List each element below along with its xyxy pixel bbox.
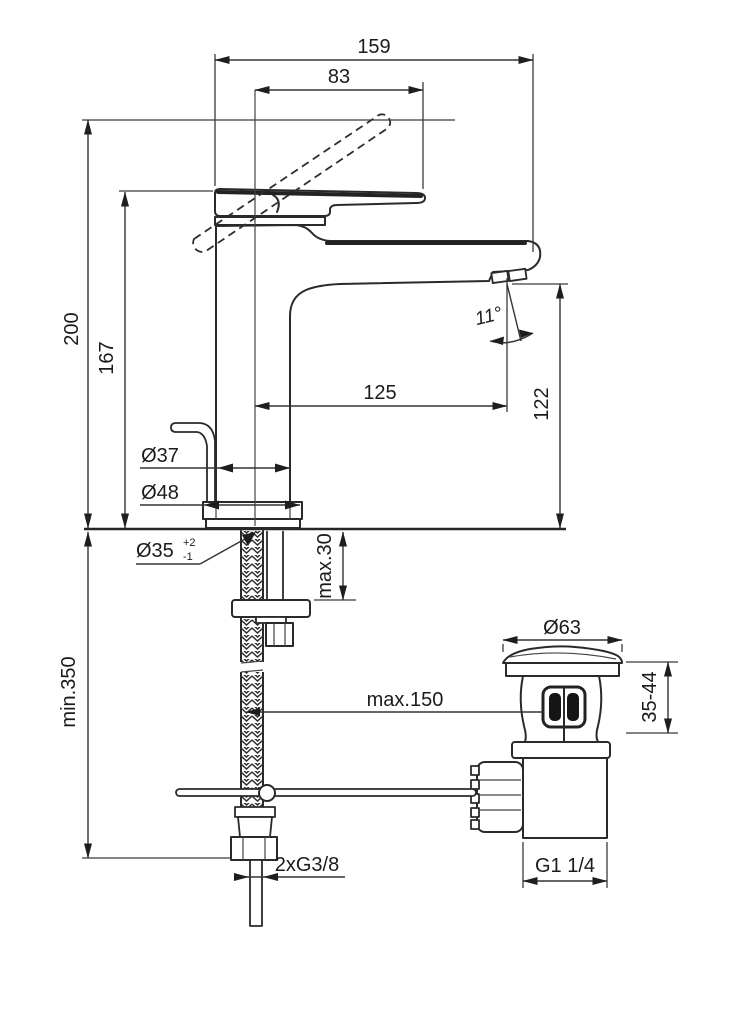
- handle-lever: [214, 188, 426, 217]
- pop-up-rod-horizontal: [175, 788, 477, 797]
- base-flange: [202, 501, 303, 529]
- hose-break-gap: [238, 662, 266, 672]
- handle-top-edge: [216, 190, 423, 198]
- mounting-nut: [265, 622, 294, 647]
- label-max-rod-length: max.150: [367, 689, 444, 711]
- dimension-total-width: 159: [214, 36, 534, 252]
- dimension-spout-reach: 125: [254, 278, 508, 412]
- label-base-diameter: Ø48: [141, 482, 179, 504]
- dimension-handle-projection: 83: [254, 66, 424, 189]
- label-total-height: 200: [61, 312, 83, 345]
- dimension-outlet-height: 122: [512, 283, 568, 529]
- label-body-diameter: Ø37: [141, 445, 179, 467]
- pull-rod-shank: [266, 531, 284, 600]
- label-body-height: 167: [96, 341, 118, 374]
- handle-lever-raised-outline: [192, 113, 391, 253]
- label-hole-tolerance-plus: +2: [183, 537, 196, 549]
- aerator: [490, 267, 528, 284]
- label-waste-height-range: 35-44: [639, 671, 661, 722]
- rod-ball-joint: [258, 784, 276, 802]
- waste-plug-flange: [502, 645, 623, 677]
- waste-bottom-flange: [511, 741, 611, 759]
- dimension-hole-diameter: Ø35 +2 -1: [136, 532, 256, 565]
- dimension-base-diameter: Ø48: [140, 482, 300, 510]
- knurled-rod-connector: [470, 761, 524, 833]
- supply-tail-pipe: [249, 859, 263, 927]
- label-max-deck-thickness: max.30: [314, 533, 336, 599]
- waste-lever-mechanism: [541, 685, 587, 742]
- supply-hose: [238, 530, 266, 808]
- dimension-total-height: 200: [61, 119, 455, 529]
- cartridge-collar: [214, 216, 326, 226]
- handle-front-lip: [272, 194, 280, 213]
- label-handle-projection: 83: [328, 66, 350, 88]
- dimension-waste-flange-diameter: Ø63: [502, 617, 623, 652]
- label-waste-thread: G1 1/4: [535, 855, 595, 877]
- label-supply-thread: 2xG3/8: [275, 854, 339, 876]
- dimension-waste-thread: G1 1/4: [522, 842, 608, 888]
- label-outlet-height: 122: [531, 387, 553, 420]
- dimension-min-installation-depth: min.350: [58, 531, 232, 859]
- dimension-body-diameter: Ø37: [140, 445, 290, 473]
- faucet-body: [215, 224, 542, 505]
- dimension-max-rod-length: max.150: [245, 689, 543, 716]
- dimension-body-height: 167: [96, 190, 213, 529]
- dimension-waste-height-range: 35-44: [626, 661, 678, 734]
- drain-assembly: [470, 645, 623, 839]
- label-hole-tolerance-minus: -1: [183, 551, 193, 563]
- dimension-max-deck-thickness: max.30: [314, 531, 356, 601]
- waste-lower-body: [522, 757, 608, 839]
- pull-rod-knob: [170, 422, 216, 504]
- label-total-width: 159: [357, 36, 390, 58]
- label-spout-reach: 125: [363, 382, 396, 404]
- label-waste-flange-diameter: Ø63: [543, 617, 581, 639]
- label-hole-diameter: Ø35: [136, 540, 174, 562]
- dimension-supply-thread: 2xG3/8: [234, 854, 345, 881]
- label-min-installation-depth: min.350: [58, 656, 80, 727]
